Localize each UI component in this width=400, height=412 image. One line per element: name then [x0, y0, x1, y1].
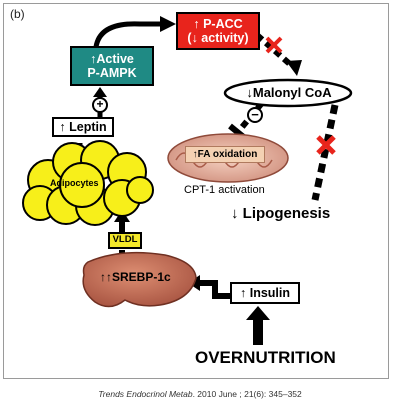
insulin-label: ↑ Insulin	[240, 285, 290, 300]
panel-label: (b)	[10, 7, 25, 21]
ampk-label-line1: ↑Active	[90, 51, 134, 66]
ampk-label-line2: P-AMPK	[87, 66, 137, 80]
malonyl-coa-label: ↓Malonyl CoA	[246, 85, 332, 100]
fa-oxidation-label: ↑FA oxidation	[192, 148, 258, 160]
cpt1-label: CPT-1 activation	[184, 184, 265, 196]
citation-journal: Trends Endocrinol Metab	[98, 389, 193, 399]
vldl-box: VLDL	[108, 232, 142, 249]
arrow-overnutrition-to-insulin	[246, 306, 270, 345]
fa-oxidation-box: ↑FA oxidation	[185, 146, 265, 163]
citation-details: . 2010 June ; 21(6): 345–352	[192, 389, 302, 399]
leptin-label: ↑ Leptin	[59, 119, 107, 134]
malonyl-coa-ellipse	[223, 78, 353, 108]
arrow-ampk-to-pacc	[93, 16, 176, 48]
vldl-label: VLDL	[112, 234, 138, 246]
ampk-box: ↑Active P-AMPK	[70, 46, 154, 86]
insulin-box: ↑ Insulin	[230, 282, 300, 304]
arrow-malonyl-to-lipogenesis	[311, 104, 339, 201]
liver-icon	[82, 251, 197, 308]
leptin-box: ↑ Leptin	[52, 117, 114, 137]
srebp-label: ↑↑SREBP-1c	[100, 270, 171, 284]
adipocytes-label: Adipocytes	[50, 178, 99, 188]
p-acc-label-line1: ↑ P-ACC	[193, 16, 243, 31]
overnutrition-label: OVERNUTRITION	[195, 348, 336, 367]
p-acc-label-line2: (↓ activity)	[187, 31, 249, 45]
plus-sign: +	[92, 97, 108, 113]
arrow-pacc-to-malonyl	[255, 32, 302, 76]
block-x-icon	[316, 135, 336, 155]
p-acc-box: ↑ P-ACC (↓ activity)	[176, 12, 260, 50]
citation: Trends Endocrinol Metab. 2010 June ; 21(…	[0, 389, 400, 399]
minus-sign: −	[247, 107, 263, 123]
adipocyte-cluster-icon	[22, 140, 154, 226]
lipogenesis-label: ↓ Lipogenesis	[231, 205, 331, 222]
block-x-icon	[265, 36, 283, 54]
